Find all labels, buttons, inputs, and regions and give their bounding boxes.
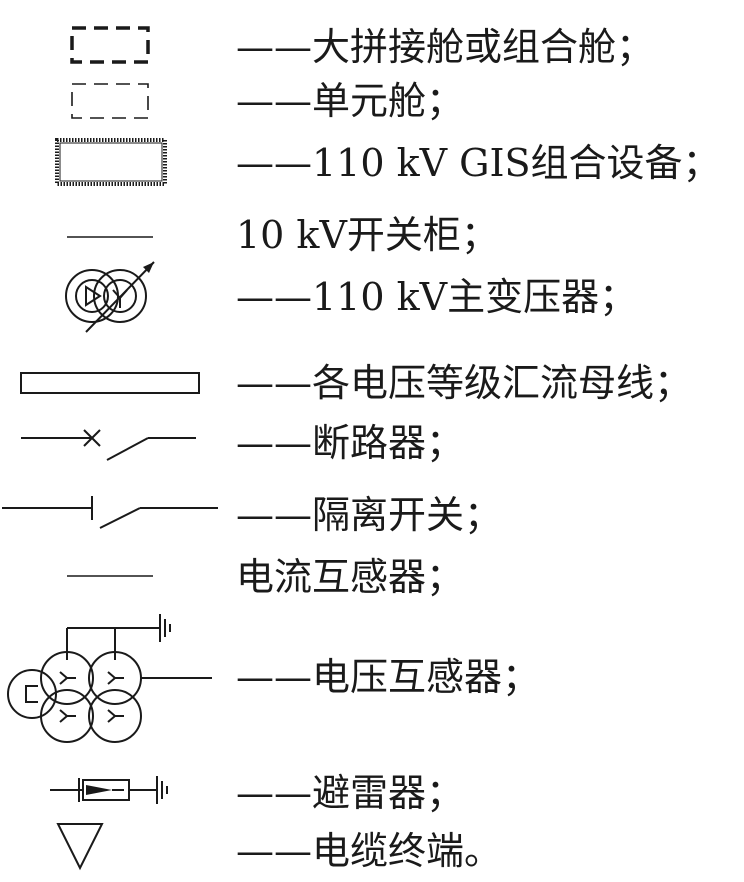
dashed-box-bold-icon: [70, 26, 150, 64]
surge-arrester-icon: [50, 776, 168, 804]
voltage-transformer-icon: [7, 614, 212, 743]
legend-label: ——断路器；: [236, 421, 465, 465]
legend-label: ——电缆终端。: [236, 829, 503, 873]
legend-label: 10 kV开关柜；: [236, 213, 499, 257]
busbar-icon: [20, 372, 200, 394]
short-line-icon: [67, 236, 153, 238]
legend-label: ——各电压等级汇流母线；: [236, 361, 693, 405]
legend-label: ——避雷器；: [236, 771, 465, 815]
legend-label: ——大拼接舱或组合舱；: [236, 25, 655, 69]
legend-label: ——110 kV GIS组合设备；: [236, 141, 721, 185]
circuit-breaker-icon: [21, 429, 196, 461]
current-transformer-icon: [67, 575, 153, 577]
legend-label: 电流互感器；: [236, 555, 465, 599]
legend-label: ——110 kV主变压器；: [236, 275, 638, 319]
legend-label: ——隔离开关；: [236, 493, 503, 537]
legend-label: ——单元舱；: [236, 79, 465, 123]
legend-label: ——电压互感器；: [236, 655, 541, 699]
gis-box-icon: [55, 138, 167, 186]
main-transformer-icon: [65, 261, 155, 333]
disconnector-icon: [2, 496, 218, 529]
cable-termination-icon: [56, 823, 104, 871]
dashed-box-thin-icon: [71, 83, 149, 119]
